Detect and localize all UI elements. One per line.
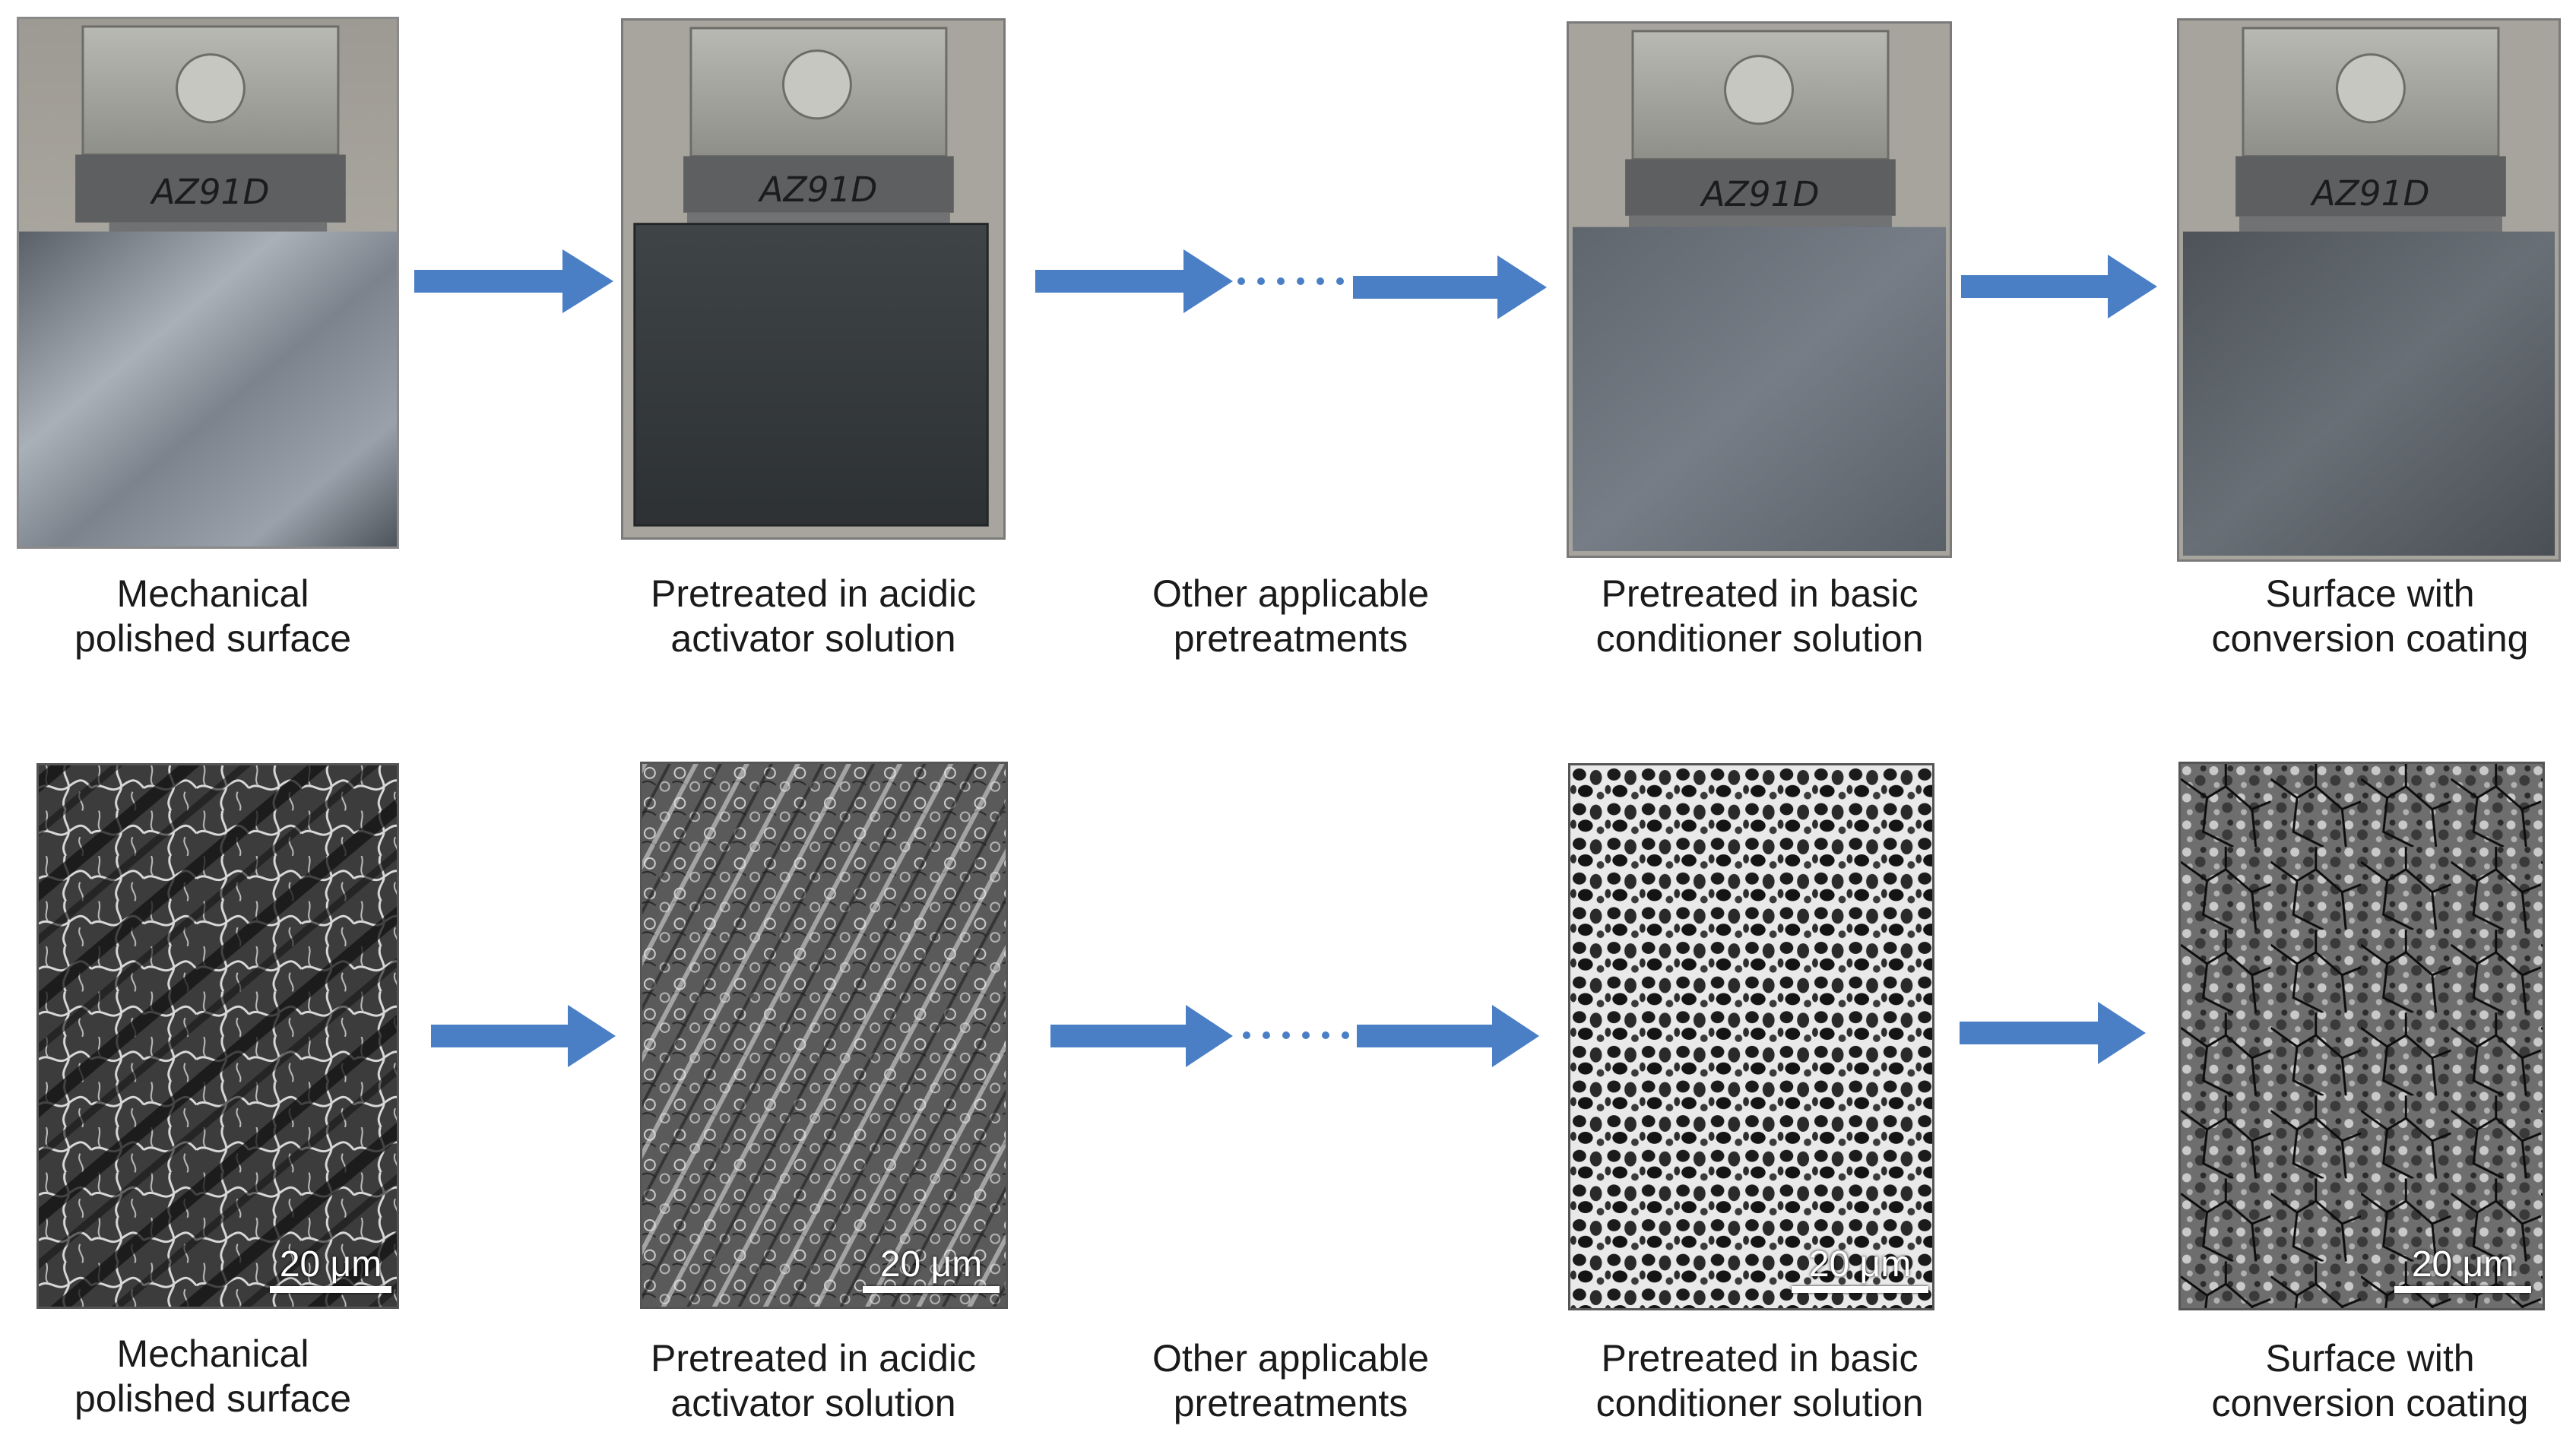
arrow-right-icon bbox=[1960, 1002, 2146, 1064]
scale-bar-line bbox=[270, 1286, 391, 1293]
sample-label: AZ91D bbox=[757, 170, 877, 210]
scale-bar-label: 20 μm bbox=[1808, 1244, 1912, 1285]
caption-line: activator solution bbox=[670, 617, 956, 660]
caption-bottom-1: Mechanical polished surface bbox=[0, 1332, 426, 1421]
caption-bottom-3: Other applicable pretreatments bbox=[1078, 1336, 1503, 1426]
caption-top-2: Pretreated in acidic activator solution bbox=[600, 572, 1026, 661]
caption-line: Other applicable bbox=[1152, 572, 1430, 615]
caption-line: Mechanical bbox=[116, 1332, 309, 1375]
scale-bar: 20 μm bbox=[2394, 1247, 2531, 1293]
sem-acidic-activator bbox=[640, 762, 1008, 1309]
arrow-right-icon bbox=[414, 249, 613, 313]
scale-bar-line bbox=[863, 1286, 1000, 1293]
scale-bar-label: 20 μm bbox=[279, 1244, 382, 1285]
caption-line: conversion coating bbox=[2211, 617, 2529, 660]
caption-line: conversion coating bbox=[2211, 1382, 2529, 1424]
arrow-right-icon bbox=[1353, 255, 1547, 319]
caption-line: Other applicable bbox=[1152, 1337, 1430, 1380]
photo-conversion-coating: AZ91D bbox=[2177, 18, 2561, 562]
sample-label: AZ91D bbox=[149, 172, 269, 212]
caption-line: activator solution bbox=[670, 1382, 956, 1424]
photo-acidic-activator: AZ91D bbox=[621, 18, 1006, 540]
sem-conversion-coating bbox=[2178, 762, 2545, 1310]
sem-basic-conditioner bbox=[1568, 763, 1934, 1310]
photo-basic-conditioner: AZ91D bbox=[1567, 21, 1952, 558]
caption-line: Pretreated in acidic bbox=[650, 572, 976, 615]
scale-bar: 20 μm bbox=[863, 1247, 1000, 1293]
scale-bar: 20 μm bbox=[1792, 1247, 1928, 1293]
dotted-connector-icon bbox=[1237, 277, 1344, 285]
scale-bar-label: 20 μm bbox=[2411, 1244, 2514, 1285]
caption-line: Surface with bbox=[2265, 572, 2475, 615]
scale-bar-line bbox=[1792, 1286, 1928, 1293]
caption-line: polished surface bbox=[74, 1377, 352, 1420]
scale-bar-label: 20 μm bbox=[879, 1244, 983, 1285]
arrow-right-icon bbox=[1961, 255, 2157, 318]
caption-line: pretreatments bbox=[1173, 617, 1408, 660]
arrow-right-icon bbox=[1035, 249, 1233, 313]
caption-line: Mechanical bbox=[116, 572, 309, 615]
caption-line: Surface with bbox=[2265, 1337, 2475, 1380]
caption-top-5: Surface with conversion coating bbox=[2157, 572, 2576, 661]
caption-line: pretreatments bbox=[1173, 1382, 1408, 1424]
caption-line: Pretreated in basic bbox=[1601, 572, 1919, 615]
caption-line: Pretreated in basic bbox=[1601, 1337, 1919, 1380]
photo-mechanical-polished: AZ91D bbox=[17, 17, 399, 549]
caption-bottom-5: Surface with conversion coating bbox=[2157, 1336, 2576, 1426]
arrow-right-icon bbox=[1050, 1005, 1233, 1067]
sample-label: AZ91D bbox=[2309, 173, 2429, 214]
caption-bottom-4: Pretreated in basic conditioner solution bbox=[1547, 1336, 1972, 1426]
sample-label: AZ91D bbox=[1699, 174, 1819, 214]
caption-line: conditioner solution bbox=[1595, 617, 1924, 660]
sem-mechanical-polished bbox=[36, 763, 399, 1309]
caption-line: polished surface bbox=[74, 617, 352, 660]
caption-bottom-2: Pretreated in acidic activator solution bbox=[600, 1336, 1026, 1426]
caption-top-4: Pretreated in basic conditioner solution bbox=[1547, 572, 1972, 661]
caption-top-3: Other applicable pretreatments bbox=[1078, 572, 1503, 661]
dotted-connector-icon bbox=[1243, 1031, 1349, 1039]
caption-line: conditioner solution bbox=[1595, 1382, 1924, 1424]
arrow-right-icon bbox=[1357, 1005, 1539, 1067]
scale-bar-line bbox=[2394, 1286, 2531, 1293]
scale-bar: 20 μm bbox=[270, 1247, 391, 1293]
arrow-right-icon bbox=[431, 1005, 616, 1067]
caption-top-1: Mechanical polished surface bbox=[0, 572, 426, 661]
caption-line: Pretreated in acidic bbox=[650, 1337, 976, 1380]
